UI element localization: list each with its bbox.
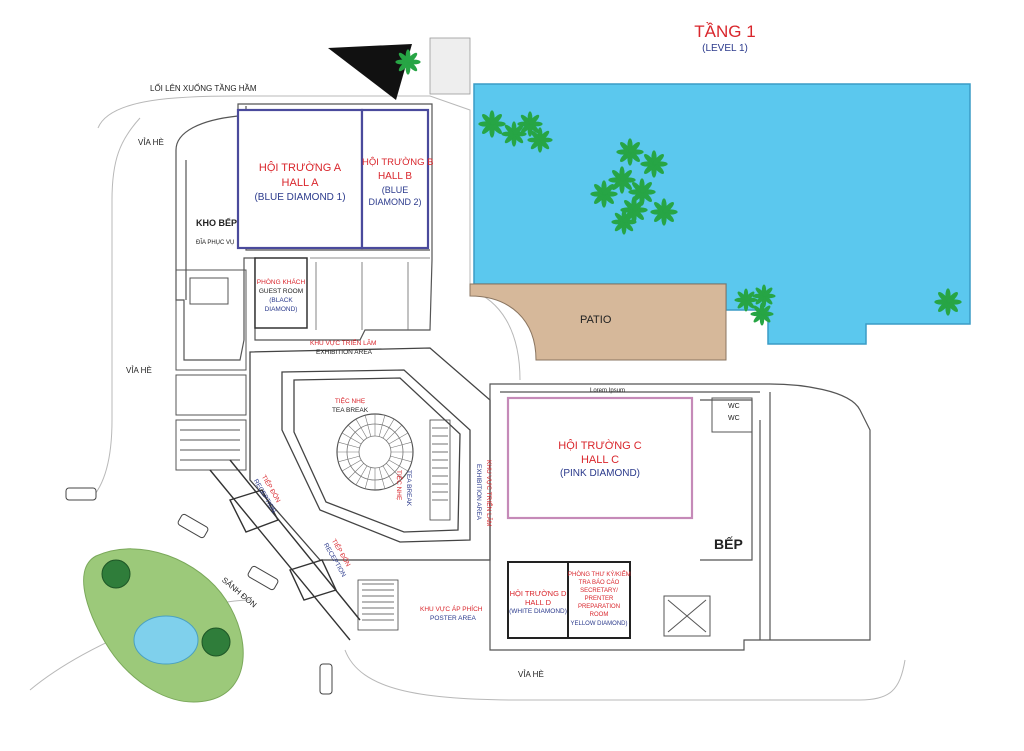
wc-rooms (663, 397, 753, 637)
parked-cars (65, 487, 333, 695)
exhibition-grid (310, 257, 430, 330)
secretary-l3: SECRETARY/ (580, 588, 618, 594)
via-he-left-label: VỈA HÈ (126, 366, 152, 375)
secretary-name: YELLOW DIAMOND) (570, 621, 628, 627)
exhibition-2-en: EXHIBITION AREA (475, 464, 482, 520)
south-wing (489, 383, 871, 651)
floor-title: TẦNG 1 (694, 22, 756, 41)
palm-tree (752, 284, 776, 308)
guest-name2: DIAMOND) (264, 306, 298, 313)
palm-tree (734, 288, 758, 312)
palm-tree (478, 110, 506, 138)
palm-tree (527, 127, 553, 153)
palm-tree (640, 150, 668, 178)
exhibition-2-vi: KHU VỰC TRIỂN LÃM (485, 460, 492, 527)
tea-break-1-vi: TIỆC NHẸ (334, 398, 366, 405)
hall-d-vi: HỘI TRƯỜNG D (509, 589, 567, 598)
poster-en: POSTER AREA (430, 615, 476, 622)
via-he-top-label: VỈA HÈ (138, 138, 164, 147)
shrub (101, 559, 131, 589)
bep-label: BẾP (714, 536, 743, 552)
palm-tree (616, 138, 644, 166)
service-rooms (175, 269, 247, 471)
reception-booths (209, 459, 361, 641)
hall-b-en: HALL B (377, 171, 413, 182)
secretary-l2: TRA BÁO CÁO (578, 580, 620, 586)
trees (101, 49, 962, 657)
hall-d-name: (WHITE DIAMOND) (509, 608, 567, 615)
hall-b-vi: HỘI TRƯỜNG B (362, 157, 434, 168)
tea-break-2-en: TEA BREAK (405, 470, 412, 507)
guest-name1: (BLACK (269, 297, 293, 304)
hall-a (236, 108, 364, 250)
kho-bep-label: KHO BẾP (196, 218, 238, 228)
dia-phuc-vu-label: ĐĨA PHỤC VỤ (196, 240, 235, 246)
wc-label-2: WC (728, 415, 740, 422)
palm-tree (395, 49, 421, 75)
palm-tree (590, 180, 618, 208)
palm-tree (934, 288, 962, 316)
tea-break-2-vi: TIỆC NHẸ (395, 470, 402, 501)
patio-area (469, 283, 727, 361)
stairs (357, 419, 451, 631)
tea-break-1-en: TEA BREAK (331, 407, 369, 414)
hall-b-name2: DIAMOND 2) (368, 197, 422, 207)
hall-c (506, 396, 694, 520)
shrub (201, 627, 231, 657)
secretary-l5: PREPARATION (577, 604, 621, 610)
guest-room (254, 257, 308, 329)
palm-tree (517, 111, 543, 137)
guest-en: GUEST ROOM (258, 288, 304, 295)
palm-tree (501, 121, 527, 147)
secretary-l6: ROOM (589, 612, 609, 618)
via-he-bottom-label: VỈA HÈ (518, 670, 544, 679)
secretary-l4: PRENTER (584, 596, 614, 602)
hall-c-name: (PINK DIAMOND) (560, 468, 640, 479)
palm-tree (611, 209, 637, 235)
palm-tree (608, 166, 636, 194)
wc-label-1: WC (728, 403, 740, 410)
hall-a-vi: HỘI TRƯỜNG A (258, 162, 342, 174)
rosette-spokes (337, 414, 413, 490)
hall-b-name1: (BLUE (381, 185, 409, 195)
poster-vi: KHU VỰC ÁP PHÍCH (420, 606, 483, 613)
hall-d-en: HALL D (525, 598, 551, 607)
hall-a-name: (BLUE DIAMOND 1) (254, 192, 346, 203)
lorem-label: Lorem Ipsum (590, 388, 626, 394)
hall-b (360, 108, 430, 250)
pond (133, 615, 199, 665)
ramp-label: LỐI LÊN XUỐNG TẦNG HẦM (150, 84, 257, 93)
guest-vi: PHÒNG KHÁCH (256, 279, 306, 286)
floor-subtitle: (LEVEL 1) (702, 43, 748, 54)
palm-tree (650, 198, 678, 226)
ramp-triangle (328, 44, 412, 100)
secretary-room (567, 561, 631, 639)
exhibition-en: EXHIBITION AREA (316, 349, 372, 356)
exhibition-vi: KHU VỰC TRIỂN LÃM (310, 340, 377, 347)
palm-tree (750, 302, 774, 326)
hall-c-vi: HỘI TRƯỜNG C (558, 440, 642, 452)
hall-c-en: HALL C (580, 454, 620, 466)
patio-label: PATIO (580, 314, 612, 326)
ramp-hatch (429, 37, 471, 95)
hall-a-en: HALL A (281, 177, 319, 189)
secretary-l1: PHÒNG THƯ KÝ/KIỂM (568, 572, 631, 578)
